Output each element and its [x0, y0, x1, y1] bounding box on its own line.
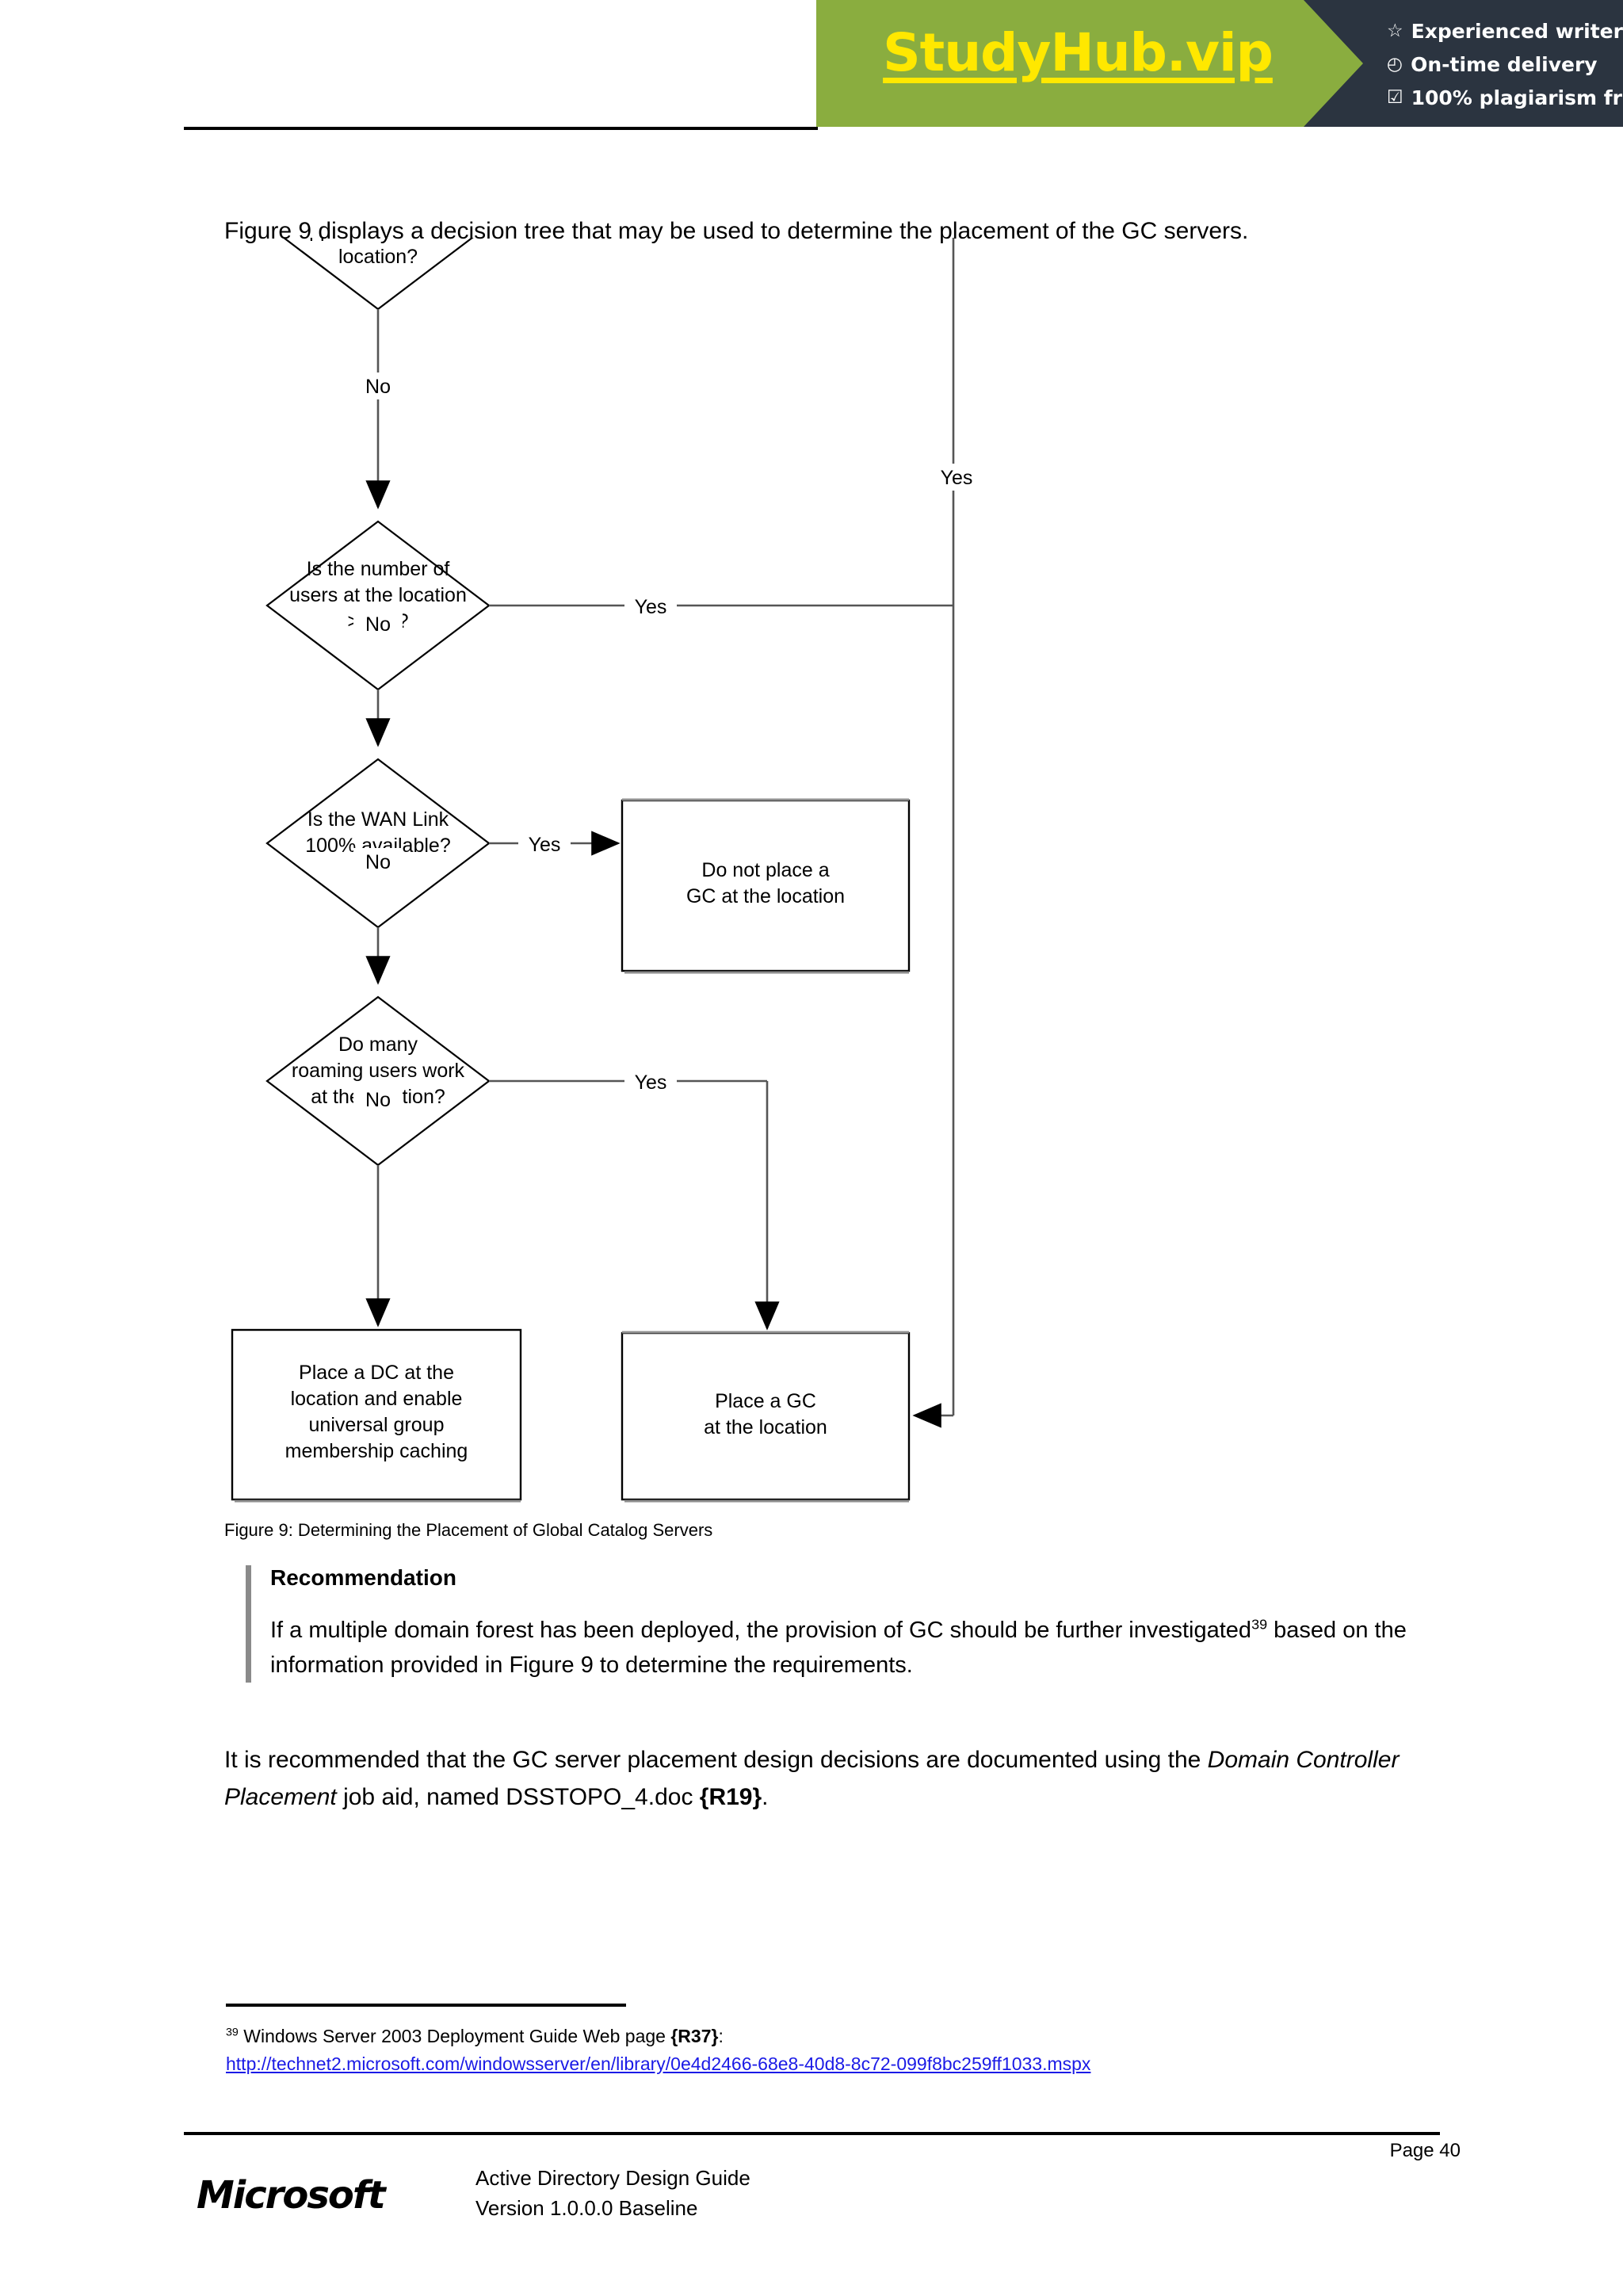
header-rule — [184, 127, 818, 130]
microsoft-logo: Microsoft — [197, 2173, 386, 2218]
footnote-url-link[interactable]: http://technet2.microsoft.com/windowsser… — [226, 2053, 1091, 2074]
decision-tree-figure: Any GC dependentapplications at thelocat… — [184, 238, 1214, 1538]
page-number: Page 40 — [1389, 2140, 1461, 2161]
watermark-green-panel — [816, 0, 1363, 127]
edge-label-d3-yes: Yes — [529, 834, 561, 856]
clock-icon: ◴ — [1387, 53, 1403, 74]
closing-paragraph: It is recommended that the GC server pla… — [224, 1742, 1461, 1816]
edge-label-d3-no: No — [365, 851, 391, 873]
list-item: ◴ On-time delivery — [1387, 48, 1623, 81]
watermark-feature-label: Experienced writers — [1411, 19, 1623, 43]
watermark-feature-list: ☆ Experienced writers ◴ On-time delivery… — [1387, 14, 1623, 114]
footnote-colon: : — [718, 2026, 724, 2046]
recommendation-callout: Recommendation If a multiple domain fore… — [246, 1565, 1483, 1683]
list-item: ☑ 100% plagiarism free — [1387, 81, 1623, 114]
paragraph-part2: job aid, named DSSTOPO_4.doc — [336, 1783, 700, 1810]
edge-label-d1-yes: Yes — [941, 467, 973, 489]
reference-tag: {R19} — [699, 1783, 762, 1810]
footer-doc-title: Active Directory Design Guide — [475, 2166, 750, 2190]
footnote-text: Windows Server 2003 Deployment Guide Web… — [238, 2026, 671, 2046]
node-d1: Any GC dependentapplications at thelocat… — [294, 238, 463, 268]
paragraph-part1: It is recommended that the GC server pla… — [224, 1747, 1208, 1773]
edge-label-d1-no: No — [365, 376, 391, 398]
recommendation-text-before: If a multiple domain forest has been dep… — [270, 1618, 1252, 1643]
intro-paragraph: Figure 9 displays a decision tree that m… — [224, 218, 1249, 244]
figure-caption: Figure 9: Determining the Placement of G… — [224, 1520, 713, 1540]
footnote-reference-tag: {R37} — [670, 2026, 719, 2046]
footer-document-info: Active Directory Design Guide Version 1.… — [475, 2164, 750, 2223]
watermark-brand: StudyHub.vip — [883, 22, 1274, 83]
footnote-number: 39 — [226, 2026, 239, 2039]
job-aid-name: Domain Controller Placement — [224, 1747, 1400, 1810]
edge-label-d2-no: No — [365, 613, 391, 636]
recommendation-body: If a multiple domain forest has been dep… — [270, 1613, 1483, 1683]
paragraph-part3: . — [762, 1783, 769, 1810]
star-icon: ☆ — [1387, 20, 1403, 41]
edge-label-d4-yes: Yes — [635, 1072, 667, 1094]
footnote-separator — [226, 2004, 626, 2007]
watermark-feature-label: 100% plagiarism free — [1411, 86, 1623, 109]
watermark-feature-label: On-time delivery — [1411, 52, 1598, 76]
studyhub-watermark-banner: StudyHub.vip ☆ Experienced writers ◴ On-… — [816, 0, 1623, 127]
footer-rule — [184, 2132, 1440, 2135]
edge-label-d2-yes: Yes — [635, 596, 667, 618]
footnote-marker: 39 — [1251, 1616, 1268, 1633]
list-item: ☆ Experienced writers — [1387, 14, 1623, 48]
footer-version: Version 1.0.0.0 Baseline — [475, 2195, 698, 2220]
recommendation-title: Recommendation — [270, 1565, 456, 1590]
edge-label-d4-no: No — [365, 1089, 391, 1111]
footnote: 39 Windows Server 2003 Deployment Guide … — [226, 2023, 1375, 2077]
check-badge-icon: ☑ — [1387, 86, 1403, 108]
recommendation-text-after: based on the information provided in Fig… — [270, 1618, 1407, 1679]
